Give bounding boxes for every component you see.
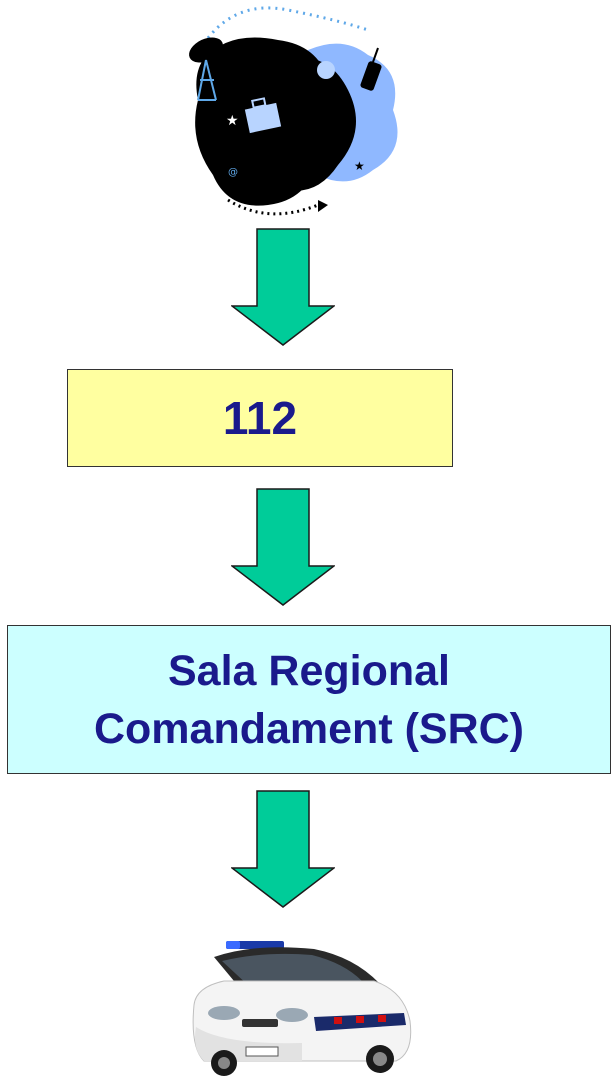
- emergency-112-box: 112: [67, 369, 453, 467]
- src-box: Sala Regional Comandament (SRC): [7, 625, 611, 774]
- police-car-icon: [192, 941, 412, 1076]
- svg-text:★: ★: [226, 113, 239, 129]
- svg-text:@: @: [228, 167, 238, 178]
- src-label-line-2: Comandament (SRC): [93, 704, 525, 753]
- emergency-112-label: 112: [222, 392, 298, 444]
- src-label-line-1: Sala Regional: [168, 646, 450, 695]
- down-arrow-icon: [231, 790, 335, 908]
- caller-clipart-icon: ★ ★ @: [189, 6, 398, 216]
- down-arrow-icon: [231, 228, 335, 346]
- svg-text:★: ★: [354, 159, 365, 173]
- down-arrow-icon: [231, 488, 335, 606]
